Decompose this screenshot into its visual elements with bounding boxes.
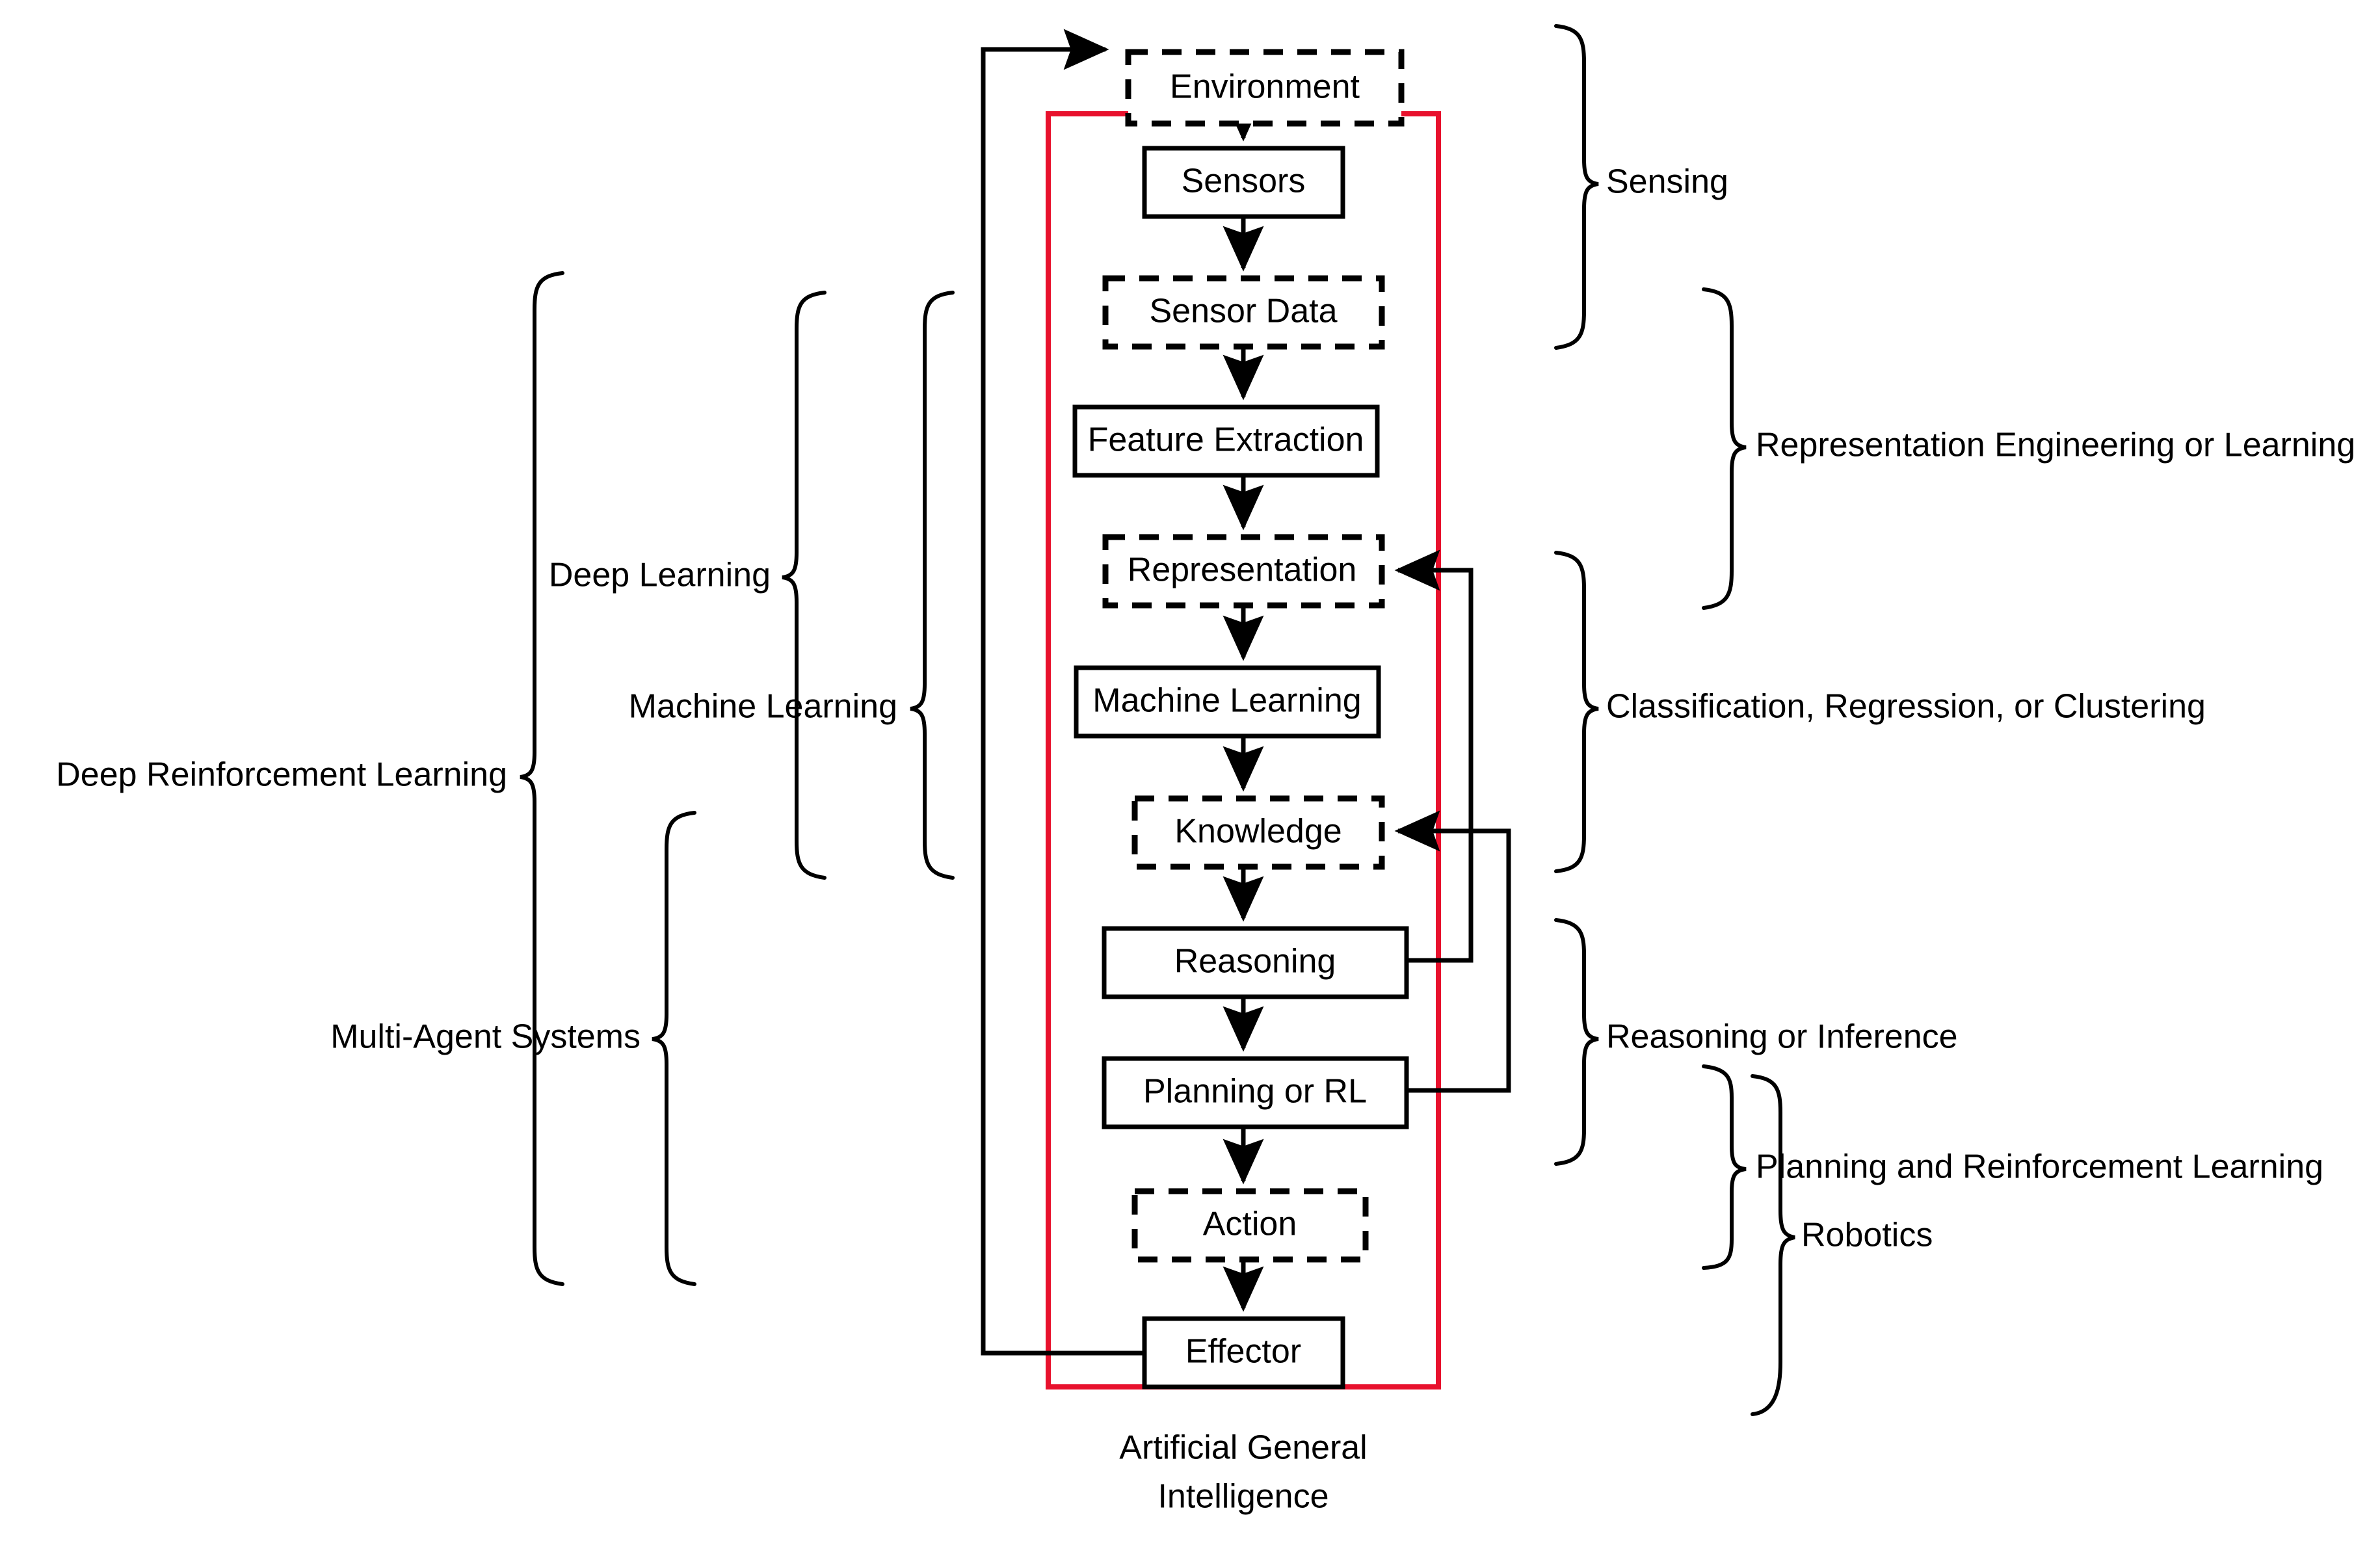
annotation-reasoning-or-inference-label: Reasoning or Inference [1606,1018,1958,1056]
brace-planning-reinforcement: Planning and Reinforcement Learning [1702,1064,2323,1270]
agi-caption-line2: Intelligence [1157,1478,1329,1516]
node-effector[interactable]: Effector [1142,1316,1345,1389]
node-feature-extraction[interactable]: Feature Extraction [1072,404,1380,478]
annotation-multi-agent-systems-label: Multi-Agent Systems [330,1018,641,1056]
node-sensors[interactable]: Sensors [1142,146,1345,219]
node-knowledge-label: Knowledge [1174,813,1342,850]
node-machine-learning-label: Machine Learning [1092,682,1361,720]
brace-robotics: Robotics [1751,1074,1933,1416]
node-machine-learning[interactable]: Machine Learning [1074,665,1381,739]
node-environment[interactable]: Environment [1125,49,1405,127]
brace-reasoning-or-inference: Reasoning or Inference [1554,918,1958,1166]
node-action-label: Action [1203,1205,1297,1243]
annotation-sensing-label: Sensing [1606,163,1728,201]
brace-deep-reinforcement-learning: Deep Reinforcement Learning [56,271,564,1286]
node-reasoning-label: Reasoning [1174,943,1336,981]
annotation-robotics-label: Robotics [1801,1217,1933,1254]
node-effector-label: Effector [1185,1333,1301,1371]
reasoning-to-representation-feedback [1394,549,1474,963]
brace-machine-learning-group: Machine Learning [629,291,955,880]
brace-sensing: Sensing [1554,24,1728,350]
brace-multi-agent-systems: Multi-Agent Systems [330,811,696,1286]
annotation-deep-reinforcement-learning-label: Deep Reinforcement Learning [56,756,507,794]
brace-classification: Classification, Regression, or Clusterin… [1554,551,2206,873]
node-knowledge[interactable]: Knowledge [1131,795,1385,870]
node-representation[interactable]: Representation [1102,534,1385,609]
node-sensor-data-label: Sensor Data [1149,293,1337,330]
annotation-classification-label: Classification, Regression, or Clusterin… [1606,688,2206,726]
node-representation-label: Representation [1128,551,1357,589]
annotation-representation-engineering-label: Representation Engineering or Learning [1756,427,2355,464]
annotation-machine-learning-group-label: Machine Learning [629,688,897,726]
planning-to-knowledge-feedback [1394,810,1511,1093]
node-sensor-data[interactable]: Sensor Data [1102,275,1385,350]
agi-caption: Artificial General Intelligence [1119,1429,1367,1516]
node-reasoning[interactable]: Reasoning [1102,926,1409,999]
annotation-planning-reinforcement-label: Planning and Reinforcement Learning [1756,1148,2323,1186]
brace-representation-engineering: Representation Engineering or Learning [1702,287,2355,610]
node-environment-label: Environment [1170,68,1360,106]
node-planning-or-rl-label: Planning or RL [1143,1073,1367,1111]
brace-deep-learning: Deep Learning [549,291,826,880]
node-feature-extraction-label: Feature Extraction [1088,421,1364,459]
effector-to-environment-feedback [981,29,1144,1356]
node-sensors-label: Sensors [1182,163,1306,200]
annotation-deep-learning-label: Deep Learning [549,557,771,594]
node-action[interactable]: Action [1131,1188,1369,1263]
agi-caption-line1: Artificial General [1119,1429,1367,1467]
node-planning-or-rl[interactable]: Planning or RL [1102,1056,1409,1129]
